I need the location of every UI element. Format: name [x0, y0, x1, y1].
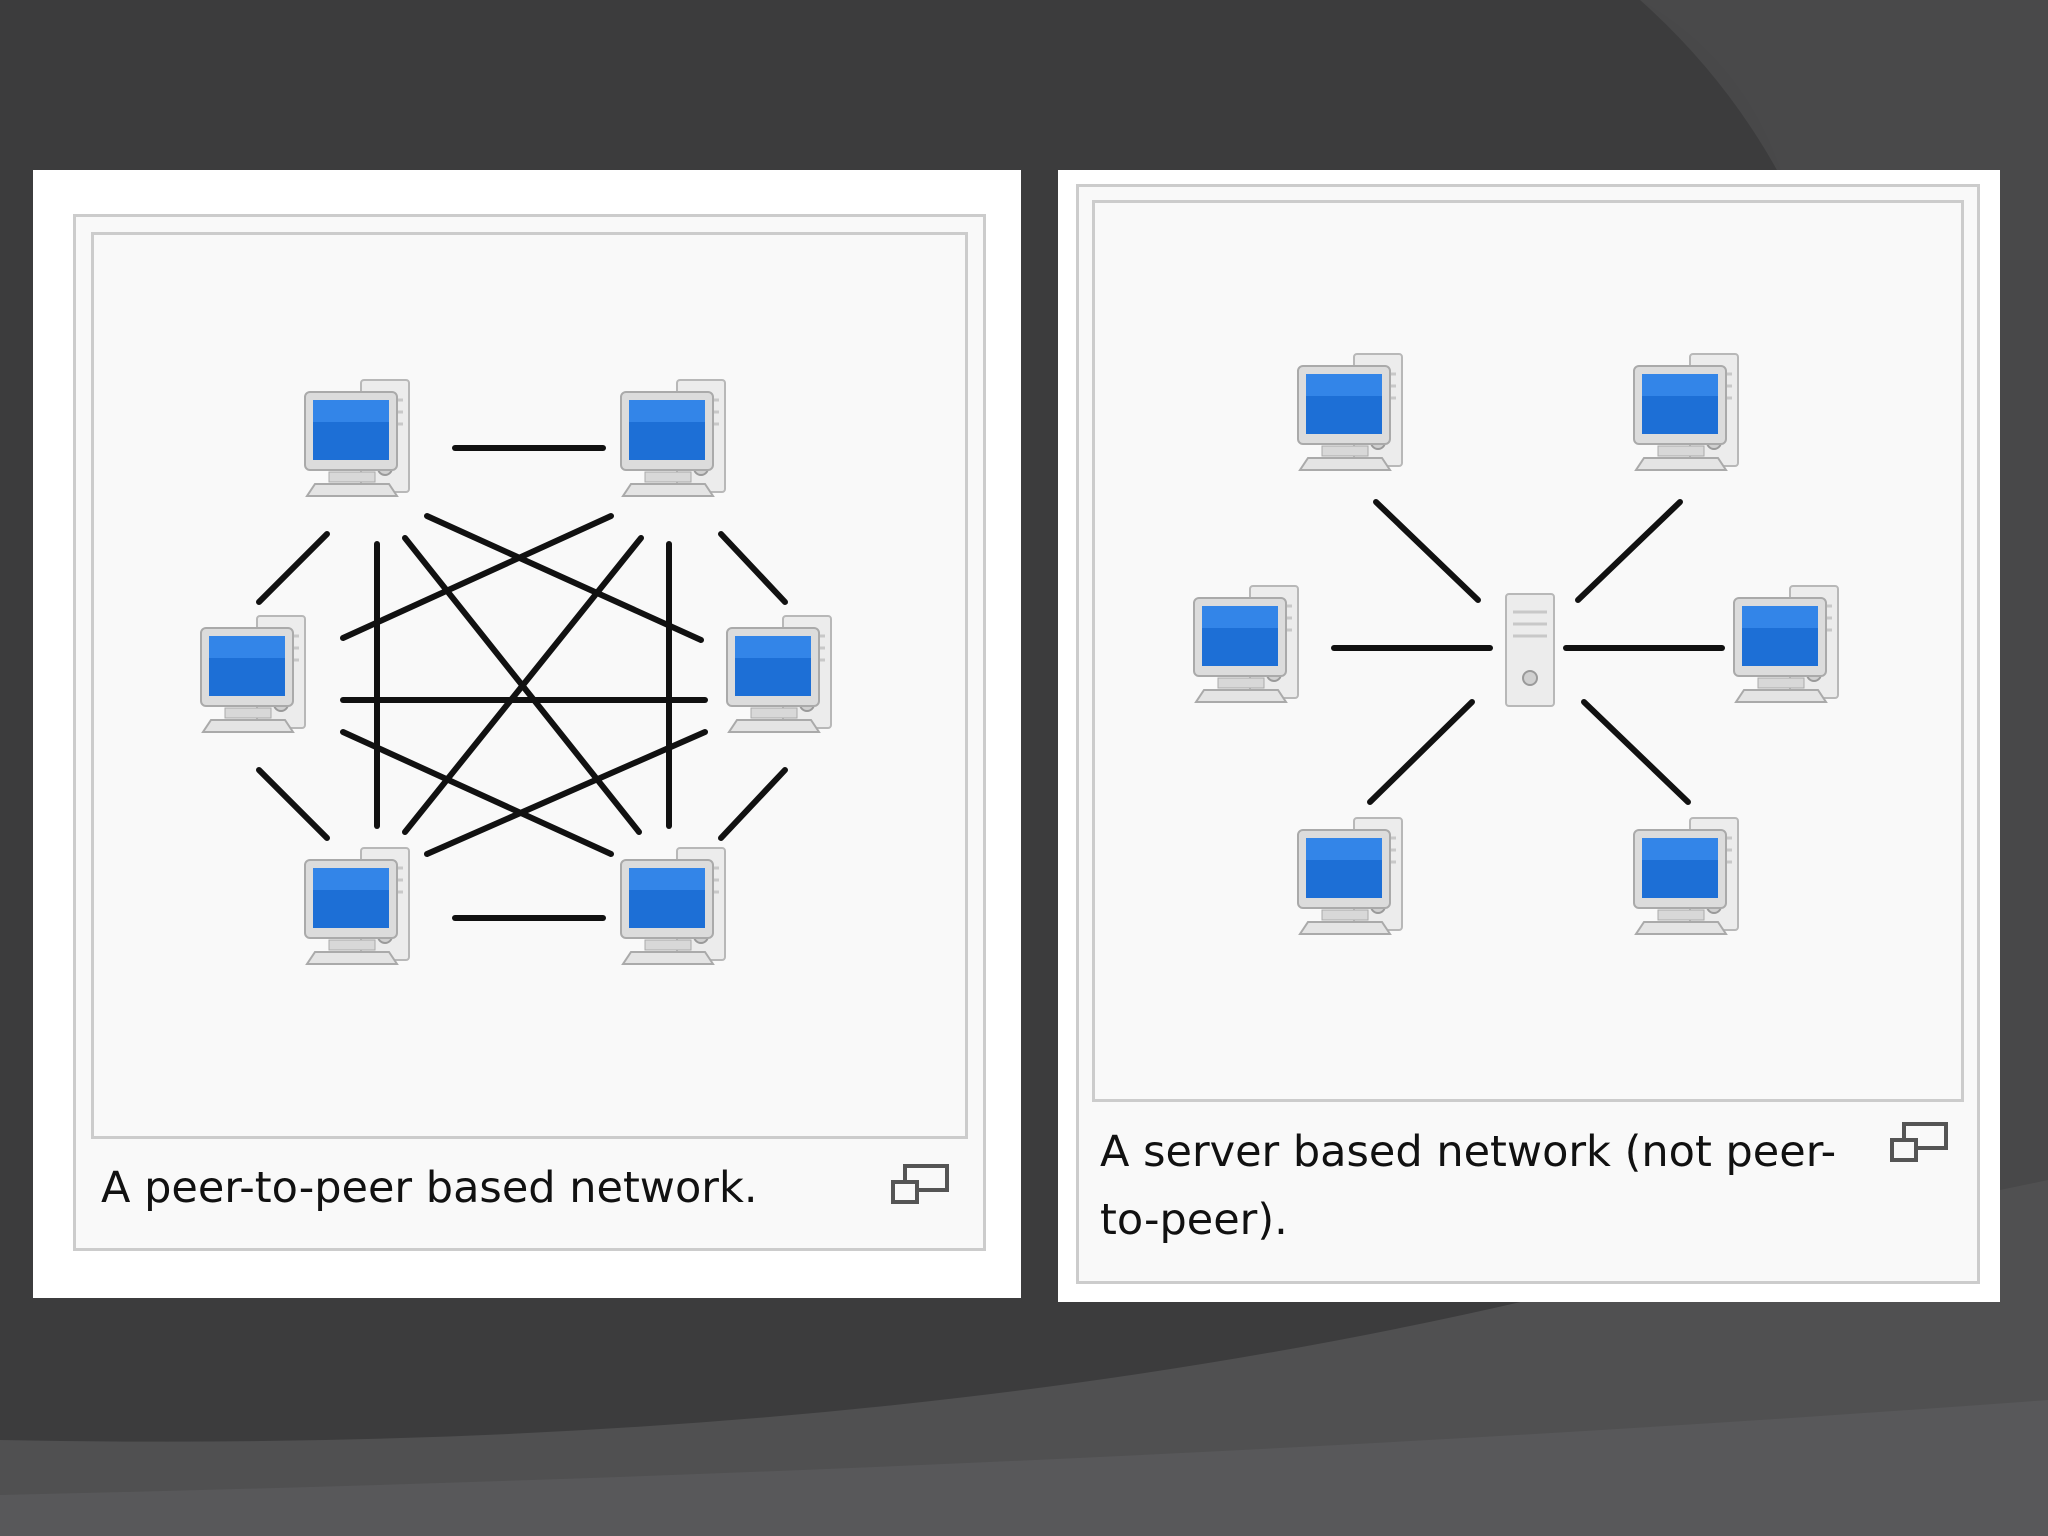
- figure-panel-server-based: A server based network (not peer-to-peer…: [1058, 170, 2000, 1302]
- figure-caption: A server based network (not peer-to-peer…: [1100, 1127, 1837, 1245]
- workstation-icon: [304, 379, 410, 497]
- workstation-icon: [1193, 585, 1299, 703]
- server-based-diagram: [1193, 353, 1839, 935]
- workstation-icon: [1633, 817, 1739, 935]
- magnify-clip-icon[interactable]: [889, 1160, 953, 1208]
- link: [424, 513, 704, 643]
- figure-caption: A peer-to-peer based network.: [101, 1163, 758, 1213]
- figure-panel-peer-to-peer: A peer-to-peer based network.: [33, 170, 1021, 1298]
- link: [1581, 699, 1691, 805]
- workstation-icon: [200, 615, 306, 733]
- link: [402, 535, 644, 835]
- link: [340, 729, 614, 857]
- link: [718, 767, 788, 841]
- link: [424, 729, 708, 857]
- link: [1367, 699, 1475, 805]
- workstation-icon: [620, 847, 726, 965]
- link: [256, 531, 330, 605]
- link: [1373, 499, 1481, 603]
- workstation-icon: [726, 615, 832, 733]
- link: [256, 767, 330, 841]
- workstation-icon: [304, 847, 410, 965]
- workstation-icon: [1733, 585, 1839, 703]
- workstation-icon: [1297, 353, 1403, 471]
- server-icon: [1505, 593, 1555, 707]
- workstation-icon: [1297, 817, 1403, 935]
- magnify-clip-icon[interactable]: [1888, 1118, 1952, 1166]
- link: [340, 513, 614, 641]
- link: [718, 531, 788, 605]
- link: [1575, 499, 1683, 603]
- workstation-icon: [1633, 353, 1739, 471]
- peer-to-peer-diagram: [200, 379, 832, 965]
- workstation-icon: [620, 379, 726, 497]
